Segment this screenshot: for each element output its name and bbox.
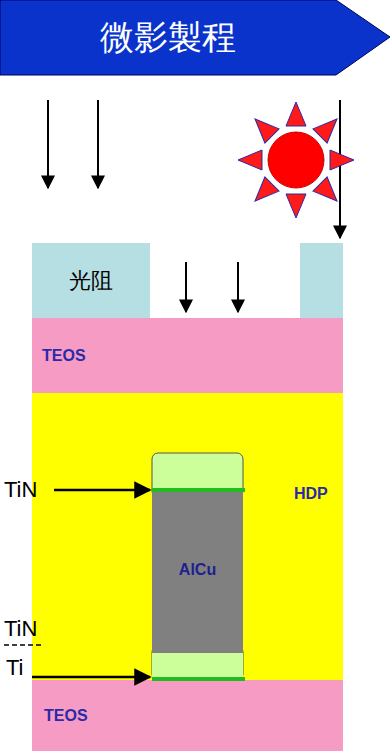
callout-label: TiN: [4, 479, 37, 501]
hdp-band: HDP AlCu: [32, 393, 343, 680]
sun-ray: [248, 112, 279, 143]
sun-ray: [330, 150, 354, 170]
sun-disc: [268, 132, 324, 188]
alcu-block: AlCu: [152, 490, 243, 650]
sun-ray: [286, 194, 306, 218]
sun-ray: [313, 177, 344, 208]
banner-arrow: [0, 0, 390, 75]
process-banner: 微影製程: [0, 0, 391, 75]
node-text: TEOS: [42, 347, 86, 365]
alcu-line: [152, 490, 243, 653]
sun-ray: [313, 112, 344, 143]
node-text: HDP: [294, 485, 328, 503]
light-arrows: [48, 100, 340, 312]
teos-layer: [32, 680, 343, 751]
leader-arrow: [32, 490, 150, 677]
teos-band: TEOS: [32, 680, 343, 751]
callout-label: Ti: [6, 657, 24, 679]
alcu-line: [152, 490, 243, 653]
photoresist: [32, 243, 150, 319]
photoresist-box: 光阻: [32, 243, 150, 319]
teos-layer: [32, 318, 343, 394]
node-text: 光阻: [69, 269, 113, 293]
node-text: TEOS: [44, 707, 88, 725]
sun-ray: [248, 177, 279, 208]
light-source: [238, 102, 354, 218]
sun-ray: [286, 102, 306, 126]
node-text: 微影製程: [100, 19, 236, 56]
node-text: AlCu: [179, 561, 216, 579]
separator-dash: [4, 644, 44, 646]
photoresist: [300, 243, 343, 319]
hdp-layer: [32, 393, 343, 680]
callout-label: TiN: [4, 618, 37, 640]
tin-interface: [152, 488, 245, 492]
teos-band: TEOS: [32, 318, 343, 394]
tin-ti-base: [152, 653, 243, 680]
ti-interface: [152, 677, 245, 681]
sun-ray: [238, 150, 262, 170]
